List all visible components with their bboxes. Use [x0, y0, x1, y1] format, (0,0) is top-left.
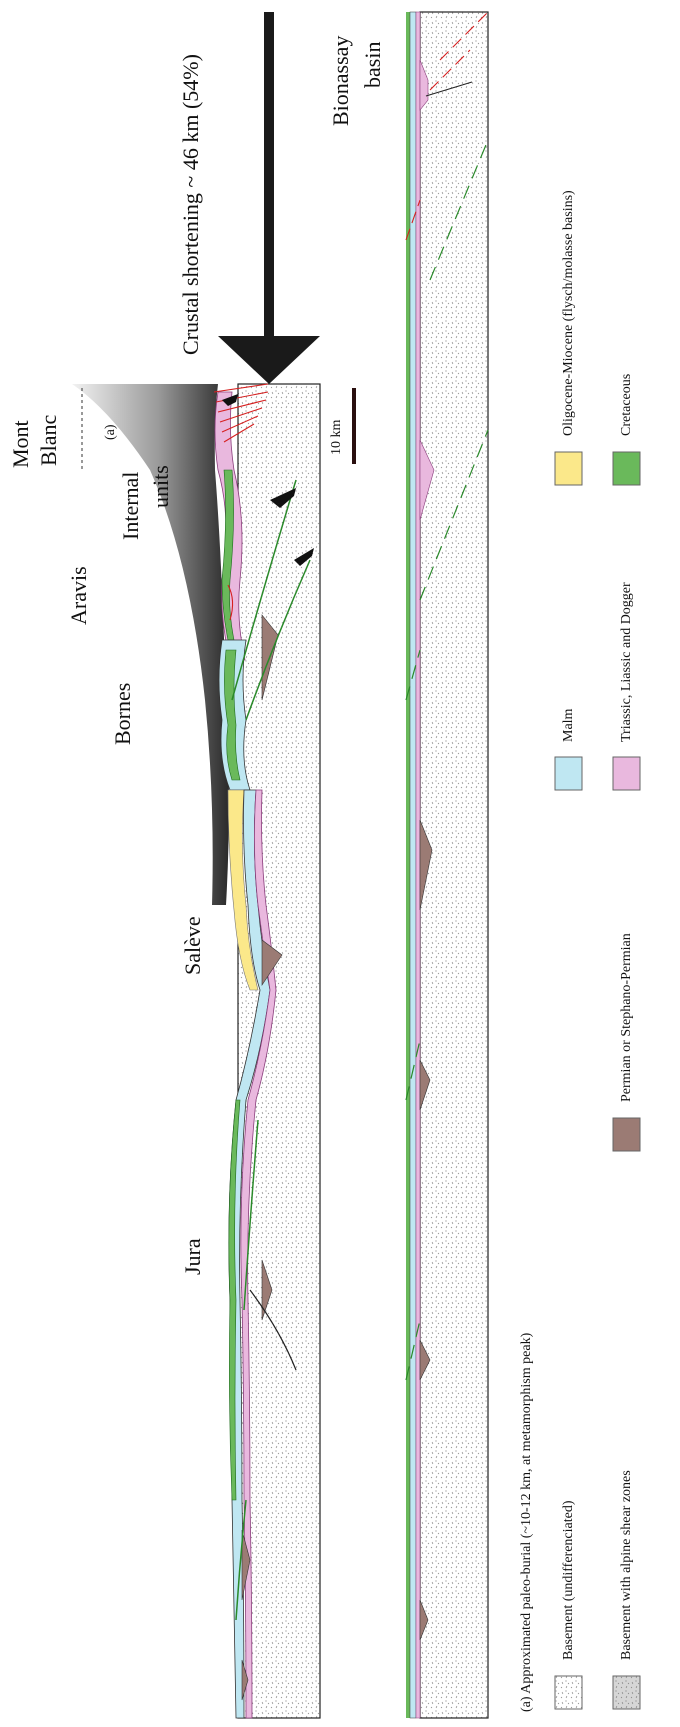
- label-aravis: Aravis: [66, 566, 91, 625]
- restored-permian-wedges: [419, 819, 433, 1641]
- legend-basement: Basement (undifferenciated): [561, 1500, 576, 1660]
- legend-malm: Malm: [561, 708, 576, 742]
- restored-faults-red: [405, 11, 489, 241]
- label-saleve: Salève: [180, 916, 205, 975]
- label-bionassay-2: basin: [360, 41, 385, 88]
- legend-note: (a) Approximated paleo-burial (~10-12 km…: [519, 1332, 534, 1712]
- restored-triassic-thickening: [419, 59, 435, 521]
- legend-basement-shear: Basement with alpine shear zones: [619, 1470, 634, 1660]
- jura-cretaceous: [228, 1099, 241, 1501]
- legend-oligocene: Oligocene-Miocene (flysch/molasse basins…: [561, 190, 576, 436]
- triassic-layer: [240, 789, 277, 1719]
- label-shortening: Crustal shortening ~ 46 km (54%): [178, 54, 203, 355]
- label-bornes: Bornes: [110, 682, 135, 745]
- alpine-shear-zones: [213, 383, 269, 621]
- restored-normal-fault: [425, 81, 473, 97]
- label-scale-bar: 10 km: [329, 419, 344, 455]
- bornes-cretaceous: [224, 649, 241, 781]
- label-internal-units-2: units: [148, 465, 173, 508]
- label-bionassay-1: Bionassay: [328, 35, 353, 126]
- label-jura: Jura: [180, 1238, 205, 1275]
- restored-section: [405, 11, 489, 1719]
- restored-triassic: [415, 11, 421, 1719]
- scale-bar: [352, 388, 356, 464]
- normal-fault: [249, 1289, 297, 1371]
- restored-cretaceous: [406, 12, 410, 1718]
- restored-faults-green: [405, 139, 489, 1381]
- thrust-faults: [231, 479, 311, 1621]
- label-mont-blanc-2: Blanc: [36, 414, 61, 466]
- paleo-burial-envelope: [72, 384, 229, 905]
- legend-permian: Permian or Stephano-Permian: [619, 933, 634, 1102]
- label-mont-blanc-1: Mont: [8, 420, 33, 468]
- shortening-arrow-icon: [218, 12, 320, 384]
- restored-malm: [409, 11, 417, 1719]
- legend-swatches: [554, 451, 641, 1710]
- shear-sense-arrows: [222, 394, 314, 566]
- restored-basement: [419, 11, 489, 1719]
- legend-cretaceous: Cretaceous: [619, 373, 634, 436]
- label-burial-marker: (a): [103, 424, 118, 440]
- molasse-basin: [227, 789, 259, 991]
- present-day-section: [72, 383, 321, 1719]
- label-internal-units-1: Internal: [118, 471, 143, 540]
- legend-triassic: Triassic, Liassic and Dogger: [619, 582, 634, 742]
